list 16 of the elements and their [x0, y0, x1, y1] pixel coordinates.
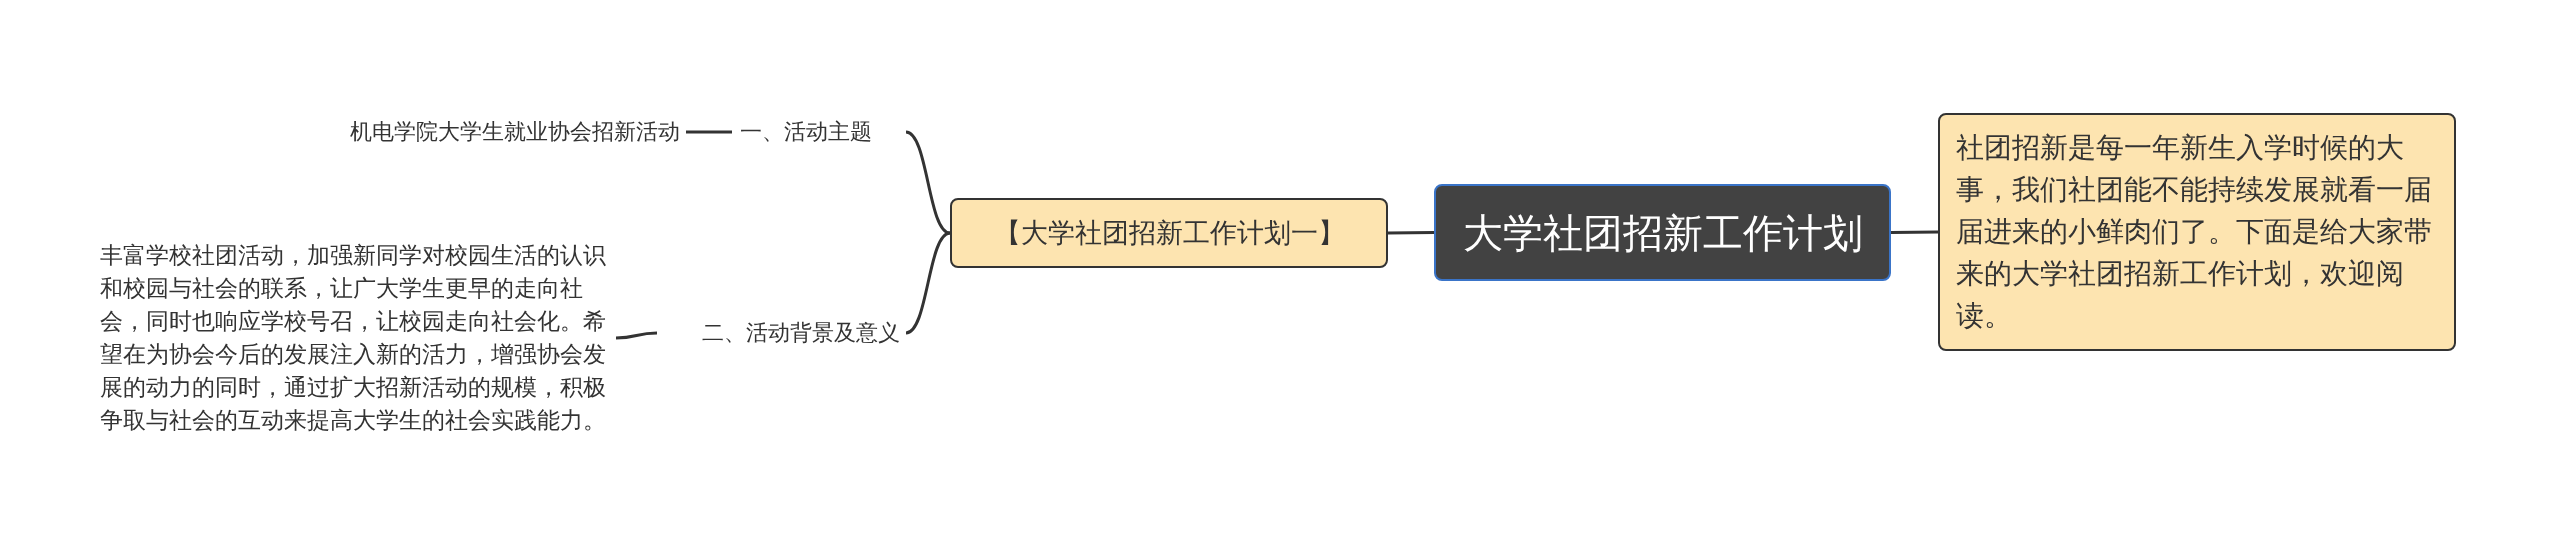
- topic-card: [1938, 113, 2456, 351]
- connector-line: [615, 331, 658, 340]
- topic-card: [950, 198, 1388, 268]
- connector-line: [905, 231, 951, 335]
- connector-line: [686, 130, 732, 134]
- topic-text: 二、活动背景及意义: [702, 319, 900, 347]
- topic-label: 【大学社团招新工作计划一】: [993, 216, 1345, 250]
- topic-label: 社团招新是每一年新生入学时候的大事，我们社团能不能持续发展就看一届届进来的小鲜肉们了。下面是给大家带来的大学社团招新工作计划，欢迎阅读。: [1956, 130, 2433, 334]
- connector-line: [1891, 230, 1938, 234]
- topic-text: 机电学院大学生就业协会招新活动: [350, 118, 680, 146]
- topic-label: 大学社团招新工作计划: [1462, 208, 1863, 258]
- topic-text: 丰富学校社团活动，加强新同学对校园生活的认识和校园与社会的联系，让广大学生更早的走向社会，同时也响应学校号召，让校园走向社会化。希望在为协会今后的发展注入新的活力，增强协会发展的动力的同时，通过扩大招新活动的规模，积极争取与社会的互动来提高大学生的社会实践能力。: [100, 241, 607, 435]
- connector-line: [905, 130, 951, 235]
- connector-line: [1388, 231, 1434, 235]
- topic-text: 一、活动主题: [740, 118, 872, 146]
- central-topic-box: [1434, 184, 1891, 281]
